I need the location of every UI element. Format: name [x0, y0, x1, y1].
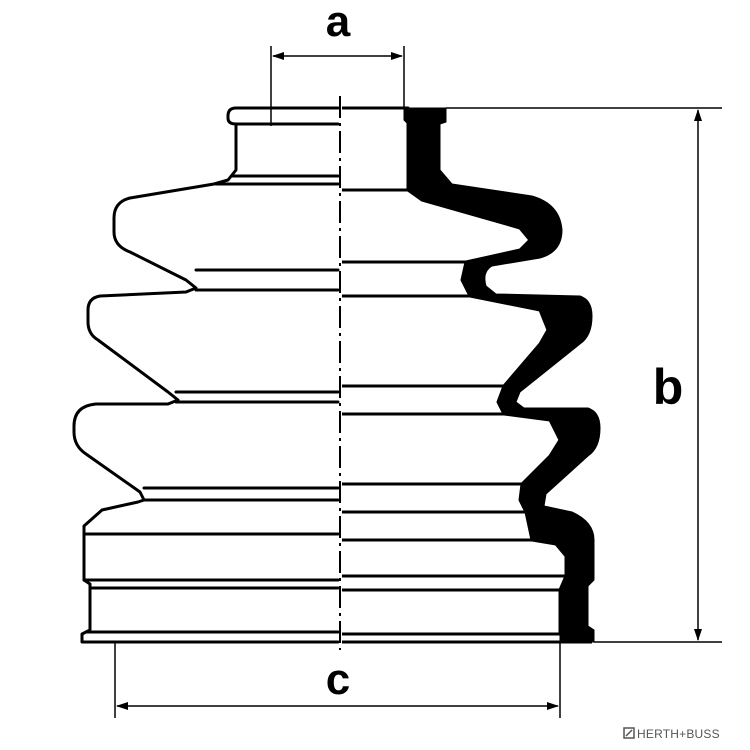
boot-wall-section	[403, 107, 601, 643]
dimension-c	[114, 642, 561, 718]
brand-icon	[623, 727, 635, 739]
dimension-label-b: b	[653, 359, 684, 415]
boot-outer-view	[72, 106, 340, 644]
dimension-label-a: a	[326, 0, 351, 46]
boot-section-view	[342, 106, 601, 644]
brand-logo: HERTH+BUSS	[623, 727, 720, 741]
dimension-label-c: c	[326, 655, 350, 704]
dimension-b	[446, 107, 722, 643]
brand-text: HERTH+BUSS	[637, 727, 720, 741]
dimension-a	[270, 46, 405, 126]
